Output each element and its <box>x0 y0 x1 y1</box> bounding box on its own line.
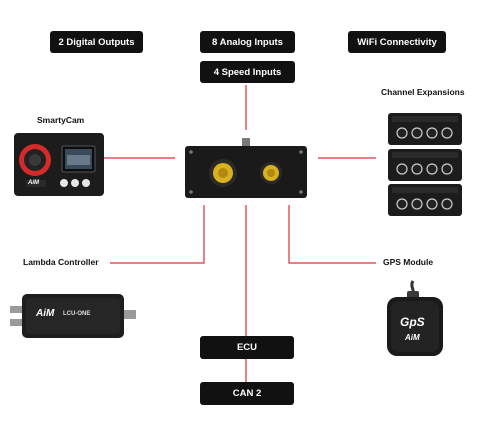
channel-expansion-3 <box>388 184 462 216</box>
lambda-controller-device <box>10 294 136 338</box>
lambda-controller-label: Lambda Controller <box>23 257 99 267</box>
smartycam-label: SmartyCam <box>37 115 85 125</box>
gps-module-device <box>387 280 443 356</box>
smartycam-device <box>14 133 104 196</box>
channel-expansion-1 <box>388 113 462 145</box>
lcu-model-text: LCU-ONE <box>63 311 91 317</box>
can2-box: CAN 2 <box>200 382 294 405</box>
wire-lambda <box>110 205 205 264</box>
gps-brand: AiM <box>405 333 420 342</box>
central-logger-device <box>185 138 307 198</box>
ecu-box: ECU <box>200 336 294 359</box>
wifi-connectivity-box: WiFi Connectivity <box>348 31 446 53</box>
gps-text: GpS <box>400 315 425 329</box>
analog-inputs-box: 8 Analog Inputs <box>200 31 295 53</box>
gps-module-label: GPS Module <box>383 257 434 267</box>
wire-gps <box>288 205 376 264</box>
channel-expansion-2 <box>388 149 462 181</box>
lcu-brand: AiM <box>36 308 55 319</box>
channel-expansions-label: Channel Expansions <box>381 87 465 97</box>
smartycam-brand: AiM <box>28 180 39 186</box>
speed-inputs-box: 4 Speed Inputs <box>200 61 295 83</box>
digital-outputs-box: 2 Digital Outputs <box>50 31 143 53</box>
